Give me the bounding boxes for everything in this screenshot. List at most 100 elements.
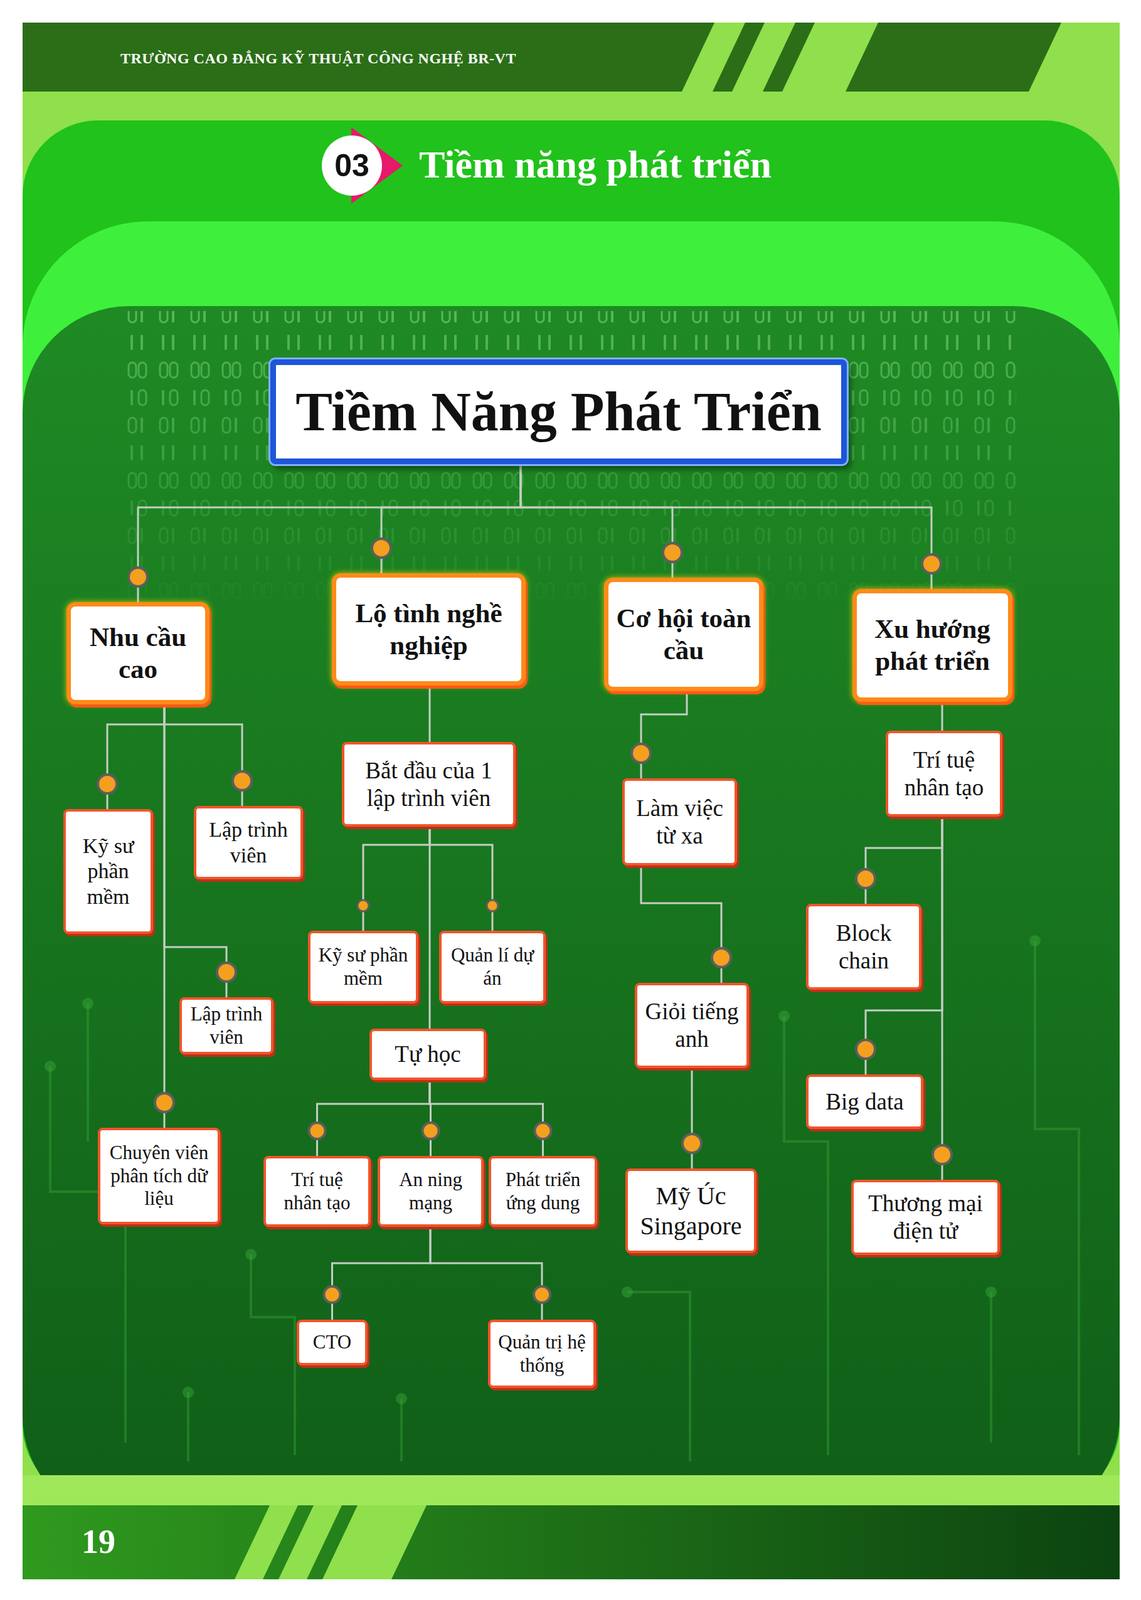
item-box: Mỹ Úc Singapore — [625, 1168, 757, 1254]
item-box: Lập trình viên — [179, 997, 274, 1055]
node-label: Mỹ Úc Singapore — [632, 1181, 749, 1241]
item-box: Kỹ sư phần mềm — [63, 809, 154, 935]
node-label: Bắt đầu của 1 lập trình viên — [349, 757, 509, 812]
item-box: An ning mạng — [377, 1156, 484, 1227]
node-label: Lập trình viên — [186, 1003, 266, 1049]
item-box: Big data — [806, 1074, 924, 1130]
connector-dot — [682, 1134, 702, 1153]
tree-connector — [429, 1080, 544, 1157]
main-panel — [22, 306, 1120, 1524]
tree-connector — [641, 865, 722, 983]
item-box: CTO — [296, 1319, 368, 1366]
connector-dot — [711, 948, 731, 968]
node-label: Chuyên viên phân tích dữ liệu — [105, 1141, 213, 1211]
connector-dot — [217, 962, 236, 982]
node-label: Trí tuệ nhân tạo — [893, 746, 995, 802]
item-box: Chuyên viên phân tích dữ liệu — [97, 1127, 221, 1225]
connector-dot — [631, 743, 651, 763]
node-label: Lập trình viên — [201, 817, 296, 868]
heading-badge — [321, 135, 383, 196]
tree-connector — [641, 691, 687, 779]
item-box: Kỹ sư phần mềm — [307, 930, 419, 1004]
header-bar — [22, 22, 1120, 92]
tree-connector — [865, 816, 943, 904]
node-label: Giỏi tiếng anh — [642, 997, 742, 1053]
node-label: Nhu cầu cao — [77, 621, 199, 685]
header-stripes — [681, 22, 1120, 92]
connector-dot — [922, 554, 941, 574]
item-box: Trí tuệ nhân tạo — [885, 730, 1003, 817]
node-label: Kỹ sư phần mềm — [70, 833, 146, 909]
school-name: TRƯỜNG CAO ĐẲNG KỸ THUẬT CÔNG NGHỆ BR-VT — [120, 50, 517, 68]
item-box: Trí tuệ nhân tạo — [263, 1156, 371, 1227]
node-label: Big data — [825, 1088, 904, 1116]
node-label: Lộ tình nghề nghiệp — [342, 597, 515, 662]
node-label: Xu hướng phát triển — [863, 613, 1002, 677]
tree-connector — [164, 704, 243, 807]
section-heading: Tiềm năng phát triển — [419, 142, 772, 187]
circuit-traces — [50, 940, 1079, 1462]
footer-strip — [22, 1475, 1120, 1506]
connector-dot — [97, 774, 117, 794]
connector-dot — [154, 1093, 174, 1113]
connector-dot — [535, 1122, 552, 1140]
category-box: Nhu cầu cao — [66, 602, 210, 705]
tree-connector — [107, 704, 165, 810]
tree-connector — [430, 1226, 542, 1320]
connector-dot — [533, 1286, 551, 1303]
category-box: Lộ tình nghề nghiệp — [331, 573, 526, 686]
item-box: Tự học — [369, 1028, 487, 1081]
node-label: Quản lí dự án — [446, 944, 539, 990]
page-number: 19 — [81, 1522, 116, 1562]
connector-dot — [856, 869, 876, 889]
node-label: Trí tuệ nhân tạo — [270, 1168, 364, 1215]
node-label: Block chain — [813, 919, 914, 975]
tree-connector — [317, 1080, 431, 1157]
page-ground — [22, 22, 1120, 1580]
category-box: Cơ hội toàn cầu — [604, 577, 764, 692]
connector-dot — [856, 1040, 876, 1059]
category-box: Xu hướng phát triển — [852, 589, 1013, 702]
item-box: Quản trị hệ thống — [488, 1319, 596, 1389]
item-box: Quản lí dự án — [439, 930, 546, 1004]
node-label: An ning mạng — [385, 1168, 477, 1215]
tree-connector — [163, 704, 166, 1128]
item-box: Bắt đầu của 1 lập trình viên — [341, 742, 516, 827]
tree-connector — [941, 816, 944, 1180]
node-label: Kỹ sư phần mềm — [315, 944, 411, 990]
connector-dot — [486, 900, 499, 912]
node-label: Tự học — [394, 1040, 461, 1069]
tree-connector — [429, 685, 431, 743]
item-box: Làm việc từ xa — [622, 778, 738, 866]
item-box: Giỏi tiếng anh — [634, 982, 749, 1069]
tree-connector — [363, 826, 430, 931]
tree-connector — [520, 464, 932, 590]
connector-dot — [422, 1122, 440, 1140]
node-label: Làm việc từ xa — [629, 794, 730, 850]
tree-connector — [429, 826, 493, 931]
tree-connector — [941, 701, 944, 731]
connector-dot — [309, 1122, 326, 1140]
connector-dot — [932, 1145, 952, 1165]
item-box: Phát triển ứng dung — [488, 1156, 598, 1227]
node-label: Tiềm Năng Phát Triển — [295, 379, 822, 445]
connector-dot — [371, 538, 391, 558]
item-box: Thương mại điện tử — [851, 1179, 1000, 1256]
connector-dot — [357, 900, 369, 912]
tree-connector — [381, 464, 521, 574]
circuit-pads — [44, 935, 1041, 1405]
tree-connector — [429, 826, 431, 1029]
connector-dot — [128, 567, 148, 587]
node-label: Phát triển ứng dung — [496, 1168, 590, 1215]
node-label: Quản trị hệ thống — [495, 1331, 589, 1377]
connector-dot — [663, 543, 682, 563]
footer-stripes — [234, 1505, 427, 1580]
root-box: Tiềm Năng Phát Triển — [270, 359, 847, 465]
footer-bar — [22, 1505, 1120, 1580]
node-label: CTO — [313, 1331, 352, 1355]
item-box: Block chain — [806, 903, 922, 990]
node-label: Thương mại điện tử — [858, 1189, 993, 1245]
binary-texture — [117, 311, 1017, 619]
node-label: Cơ hội toàn cầu — [614, 602, 753, 667]
